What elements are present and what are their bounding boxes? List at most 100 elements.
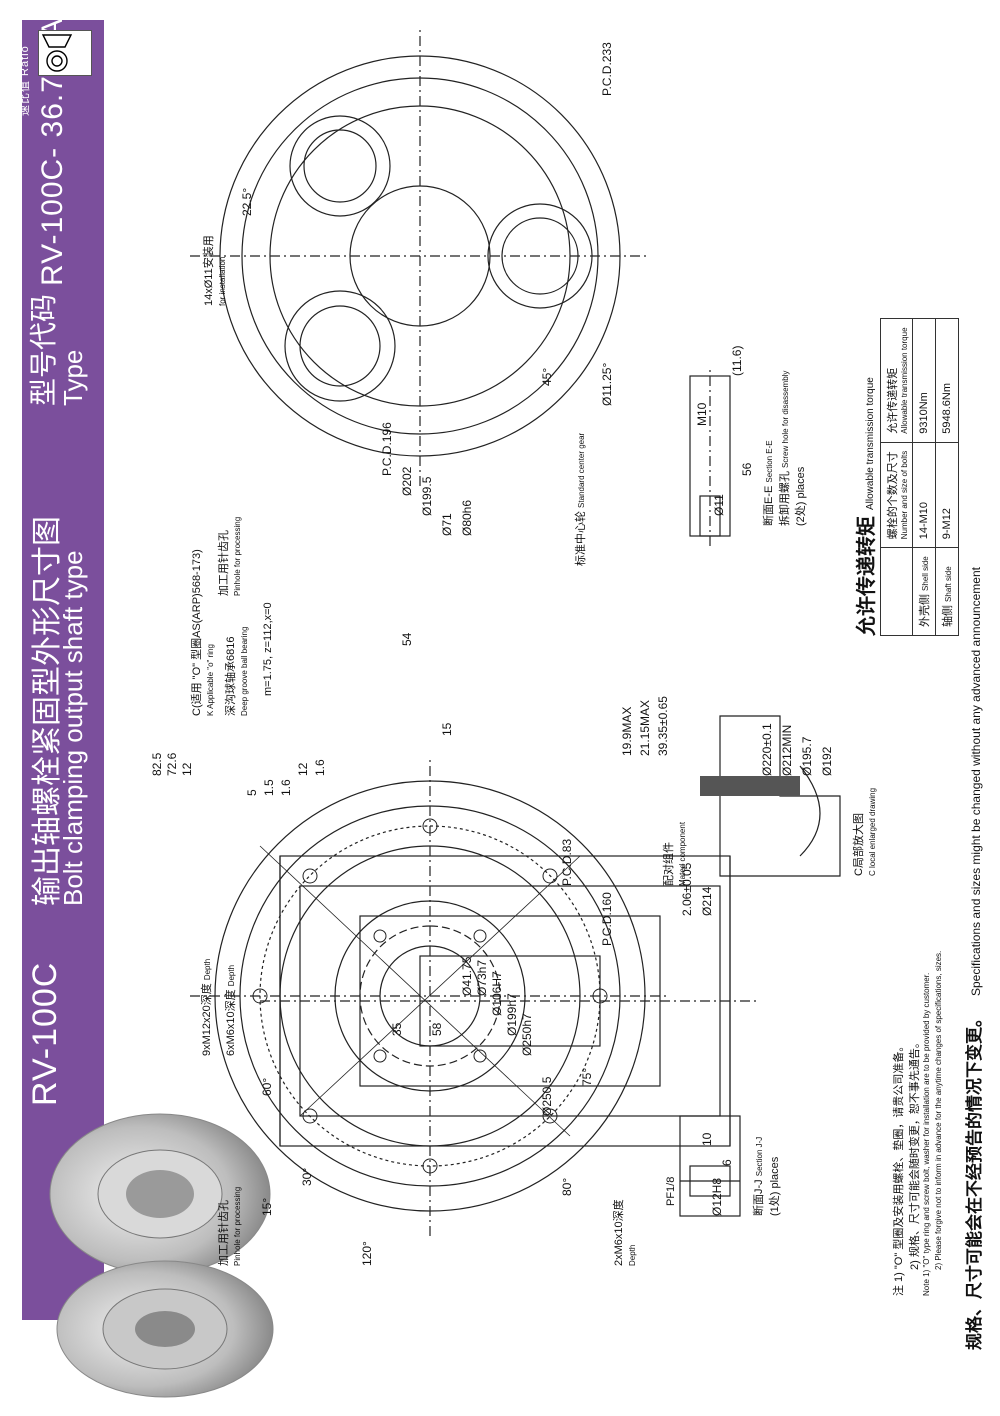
table-row: 轴侧 Shaft side 9-M12 5948.6Nm (935, 318, 959, 636)
top-view-gears (190, 26, 650, 486)
dimension-text: Ø106H7 (490, 971, 504, 1016)
oring-cn: C(适用 "O" 型圈AS(ARP)568-173) (191, 549, 203, 716)
dimension-text: Ø199h7 (505, 993, 519, 1036)
dimension-text: 1.6 (313, 759, 327, 776)
table-cell: 14-M10 (912, 442, 936, 548)
depth2-cn: 6xM6x10深度 (225, 989, 237, 1056)
torque-section: 允许传递转矩 Allowable transmission torque 螺栓的个… (850, 318, 959, 636)
dimension-text: Ø73h7 (475, 959, 489, 996)
dimension-text: 2.06±0.05 (680, 862, 694, 916)
note-1-en: Note 1) "O" type ring and screw bolt, wa… (922, 972, 931, 1296)
dimension-text: 5 (245, 789, 259, 796)
dimension-text: Ø71 (440, 513, 454, 536)
projection-symbol (38, 30, 92, 76)
install-cn: 14xØ11安装用 (203, 235, 215, 306)
table-cell: 轴侧 Shaft side (935, 547, 959, 636)
reducer-photo-back (56, 1260, 274, 1398)
screw-hole-cn: 拆卸用螺孔 (779, 471, 791, 526)
depth1-en: Depth (203, 958, 212, 981)
section-jj-en: Section J-J (755, 1136, 764, 1177)
projection-icon (41, 34, 73, 72)
dimension-text: 15 (440, 722, 454, 736)
dimension-text: P.C.D.83 (560, 838, 574, 886)
dimension-text: P.C.D.233 (600, 42, 614, 96)
pinhole-cn-top: 加工用针齿孔 (218, 530, 230, 596)
head-bolts-cn: 螺栓的个数及尺寸 (887, 451, 899, 540)
install-en: for installation (218, 256, 227, 306)
places-jj: (1处) places (769, 1156, 781, 1216)
dimension-text: Ø250h7 (520, 1013, 534, 1056)
dimension-text: 19.9MAX (620, 706, 634, 756)
dimension-text: Ø11 (712, 494, 726, 516)
head-torque-cn: 允许传递转矩 (887, 367, 899, 434)
dimension-text: 1.6 (279, 779, 293, 796)
dimension-text: 39.35±0.65 (656, 696, 670, 756)
dimension-text: 35 (390, 1022, 404, 1036)
dimension-text: Ø212MIN (780, 724, 794, 776)
dimension-text: 12 (180, 762, 194, 776)
footer-en: Specifications and sizes might be change… (969, 567, 983, 996)
center-gear-cn: 标准中心轮 (575, 511, 587, 566)
dimension-text: 58 (430, 1022, 444, 1036)
section-jj-detail (679, 1115, 741, 1217)
product-photos (49, 1113, 274, 1398)
note-2-cn: 2) 规格、尺寸可能会随时变更，恕不事先通告。 (909, 1037, 921, 1270)
screw-hole-en: Screw hole for disassembly (781, 370, 790, 468)
dimension-text: Ø41.75 (460, 956, 474, 996)
enlarged-cn: C局部放大图 (853, 813, 865, 876)
dimension-text: Ø250.5 (540, 1076, 554, 1116)
table-cell: 5948.6Nm (935, 318, 959, 443)
dimension-text: 72.6 (165, 752, 179, 776)
dimension-text: (11.6) (730, 345, 744, 376)
dimension-text: 80° (560, 1177, 574, 1196)
table-cell: 9-M12 (935, 442, 959, 548)
note-1-cn: 注 1) "O" 型圈及安装用螺栓、垫圈，请贵公司准备。 (893, 1040, 905, 1296)
section-jj-cn: 断面J-J (753, 1179, 765, 1216)
section-ee-detail (689, 366, 731, 546)
depth1-label: 9xM12x20深度 Depth (198, 959, 214, 1056)
side-section-view (260, 855, 760, 1147)
dimension-text: Ø220±0.1 (760, 723, 774, 776)
head-bolts-en: Number and size of bolts (900, 450, 909, 540)
front-view-shaft (190, 756, 670, 1236)
torque-title-en: Allowable transmission torque (865, 377, 876, 510)
mated-cn: 配对组件 (663, 842, 675, 886)
c-enlarged-detail (700, 715, 841, 877)
bearing-en: Deep groove ball bearing (240, 626, 249, 716)
oring-label: C(适用 "O" 型圈AS(ARP)568-173)K Applicable "… (188, 549, 216, 716)
dimension-text: 54 (400, 632, 414, 646)
side-en: Shaft side (944, 566, 953, 602)
dimension-text: P.C.D.196 (380, 422, 394, 476)
dimension-text: Ø11.25° (600, 362, 614, 406)
dimension-text: Ø12H8 (710, 1177, 724, 1216)
section-jj-label: 断面J-J Section J-J (1处) places (750, 1137, 782, 1216)
section-ee-label: 断面E-E Section E-E 拆卸用螺孔 Screw hole for di… (760, 371, 808, 526)
note-2-en: 2) Please forgive not to inform in advan… (934, 950, 943, 1270)
dimension-text: 22.5° (240, 187, 254, 216)
pinhole-en-bottom: Pinhole for processing (233, 1186, 242, 1266)
pinhole-en-top: Pinhole for processing (233, 516, 242, 596)
dimension-text: 45° (540, 367, 554, 386)
dimension-text: P.C.D.160 (600, 892, 614, 946)
dimension-text: Ø192 (820, 746, 834, 776)
depth2-label: 6xM6x10深度 Depth (222, 965, 238, 1056)
footer-disclaimer: 规格、尺寸可能会在不经预告的情况下变更。Specifications and s… (960, 567, 985, 1350)
dimension-text: 30° (300, 1167, 314, 1186)
places-ee: (2处) places (795, 466, 807, 526)
oring-en: K Applicable "o" ring (206, 644, 215, 716)
depth1-cn: 9xM12x20深度 (201, 983, 213, 1056)
dimension-text: 21.15MAX (638, 699, 652, 756)
side-cn: 外壳侧 (919, 594, 931, 627)
depth3-en: Depth (628, 1244, 637, 1266)
section-ee-cn: 断面E-E (763, 485, 775, 526)
pinhole-cn-bottom: 加工用针齿孔 (218, 1200, 230, 1266)
table-cell (880, 547, 913, 636)
section-ee-en: Section E-E (765, 440, 774, 483)
center-gear-en: Standard center gear (577, 432, 586, 508)
